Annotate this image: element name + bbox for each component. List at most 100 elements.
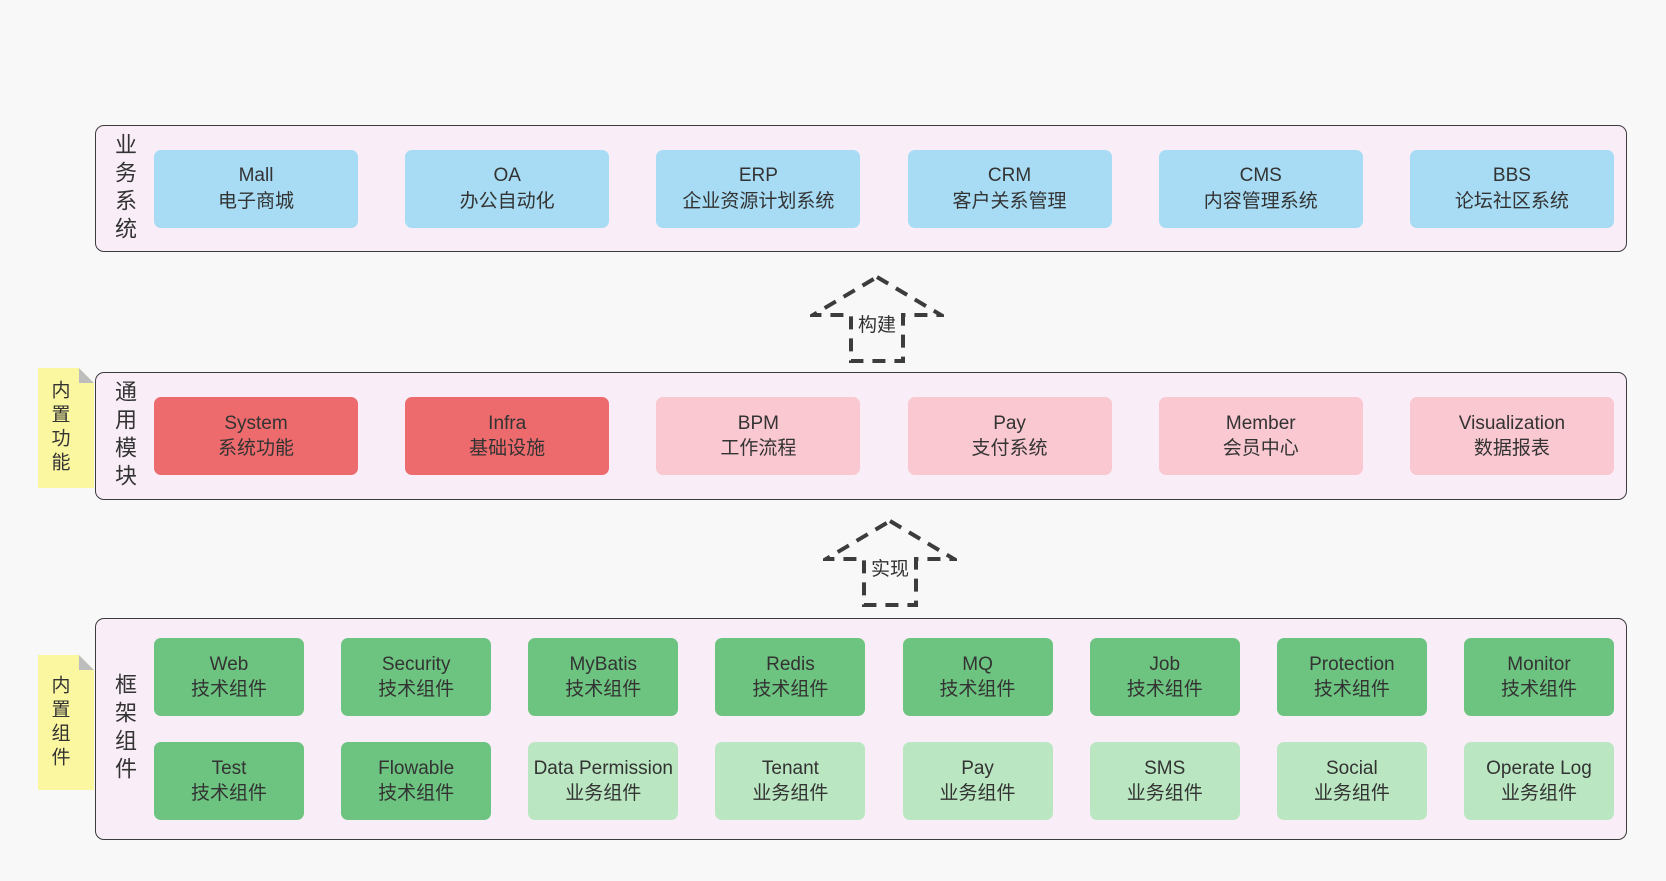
box-title: Pay [993,412,1026,434]
box-title: OA [493,165,521,187]
box-title: MQ [962,653,993,675]
box-subtitle: 基础设施 [469,438,546,459]
sticky-note-label: 内置功能 [48,380,70,476]
box-operate-log: Operate Log 业务组件 [1463,742,1614,820]
box-title: CRM [987,165,1032,187]
box-subtitle: 业务组件 [752,783,829,804]
folded-corner-icon [79,368,94,383]
layer-common-modules: 通用模块 System 系统功能 Infra 基础设施 BPM 工作流程 Pay 支付系统 Me… [95,372,1627,500]
box-crm: CRM 客户关系管理 [907,149,1112,228]
box-title: System [224,412,288,434]
box-subtitle: 技术组件 [752,679,829,700]
layer-label: 业务系统 [112,132,137,245]
box-subtitle: 技术组件 [939,679,1016,700]
box-title: Tenant [761,757,819,779]
dashed-up-arrow-icon [823,518,957,607]
box-subtitle: 技术组件 [378,679,455,700]
box-subtitle: 技术组件 [190,679,267,700]
box-bpm: BPM 工作流程 [656,397,861,475]
folded-corner-icon [79,655,94,670]
box-mq: MQ 技术组件 [902,638,1053,716]
box-subtitle: 业务组件 [565,783,642,804]
box-visualization: Visualization 数据报表 [1409,397,1614,475]
box-title: Security [381,653,451,675]
box-title: Redis [766,653,815,675]
box-redis: Redis 技术组件 [715,638,866,716]
box-subtitle: 工作流程 [720,438,797,459]
box-subtitle: 客户关系管理 [952,190,1067,212]
box-test: Test 技术组件 [154,742,304,820]
box-social: Social 业务组件 [1276,742,1427,820]
arrow-implement: 实现 [823,518,957,608]
box-tenant: Tenant 业务组件 [715,742,866,820]
box-subtitle: 支付系统 [971,438,1048,459]
box-subtitle: 业务组件 [1500,783,1577,804]
box-title: Pay [961,757,994,779]
box-infra: Infra 基础设施 [405,397,610,475]
box-job: Job 技术组件 [1089,638,1240,716]
box-subtitle: 技术组件 [190,783,267,804]
box-bbs: BBS 论坛社区系统 [1409,149,1614,228]
box-title: Protection [1309,653,1395,675]
box-title: MyBatis [569,653,638,675]
layer-label: 框架组件 [112,673,137,785]
box-pay: Pay 支付系统 [907,397,1112,475]
sticky-note-built-in-components: 内置组件 [38,655,94,790]
box-subtitle: 业务组件 [1313,783,1390,804]
box-subtitle: 业务组件 [939,783,1016,804]
arrow-label: 构建 [854,308,900,339]
box-title: Social [1325,757,1378,779]
box-title: Infra [488,412,527,434]
box-subtitle: 论坛社区系统 [1454,190,1569,212]
box-mybatis: MyBatis 技术组件 [528,638,679,716]
box-subtitle: 技术组件 [565,679,642,700]
dashed-up-arrow-icon [810,274,944,363]
box-subtitle: 数据报表 [1473,438,1550,459]
box-title: SMS [1144,757,1186,779]
box-web: Web 技术组件 [154,638,304,716]
box-flowable: Flowable 技术组件 [341,742,492,820]
box-title: ERP [738,165,778,187]
box-system: System 系统功能 [154,397,358,475]
box-subtitle: 系统功能 [217,438,294,459]
box-title: BPM [737,412,779,434]
sticky-note-built-in-features: 内置功能 [38,368,94,488]
box-subtitle: 电子商城 [217,190,294,212]
box-title: Web [209,653,249,675]
box-subtitle: 企业资源计划系统 [682,190,835,212]
layer-business-systems: 业务系统 Mall 电子商城 OA 办公自动化 ERP 企业资源计划系统 CRM 客户关系管理… [95,125,1627,252]
box-sms: SMS 业务组件 [1089,742,1240,820]
box-title: Test [211,757,247,779]
layer-label: 通用模块 [112,380,137,492]
box-title: Visualization [1458,412,1566,434]
box-title: Job [1149,653,1181,675]
box-subtitle: 会员中心 [1222,438,1299,459]
box-security: Security 技术组件 [341,638,492,716]
box-title: BBS [1492,165,1531,187]
box-title: Flowable [378,757,455,779]
box-subtitle: 技术组件 [1500,679,1577,700]
box-title: Mall [238,165,274,187]
box-mall: Mall 电子商城 [154,149,358,228]
box-subtitle: 业务组件 [1126,783,1203,804]
box-pay: Pay 业务组件 [902,742,1053,820]
box-subtitle: 办公自动化 [459,190,555,212]
box-protection: Protection 技术组件 [1276,638,1427,716]
box-erp: ERP 企业资源计划系统 [656,149,861,228]
box-subtitle: 技术组件 [1313,679,1390,700]
box-subtitle: 技术组件 [1126,679,1203,700]
box-subtitle: 技术组件 [378,783,455,804]
box-title: Operate Log [1486,757,1592,779]
